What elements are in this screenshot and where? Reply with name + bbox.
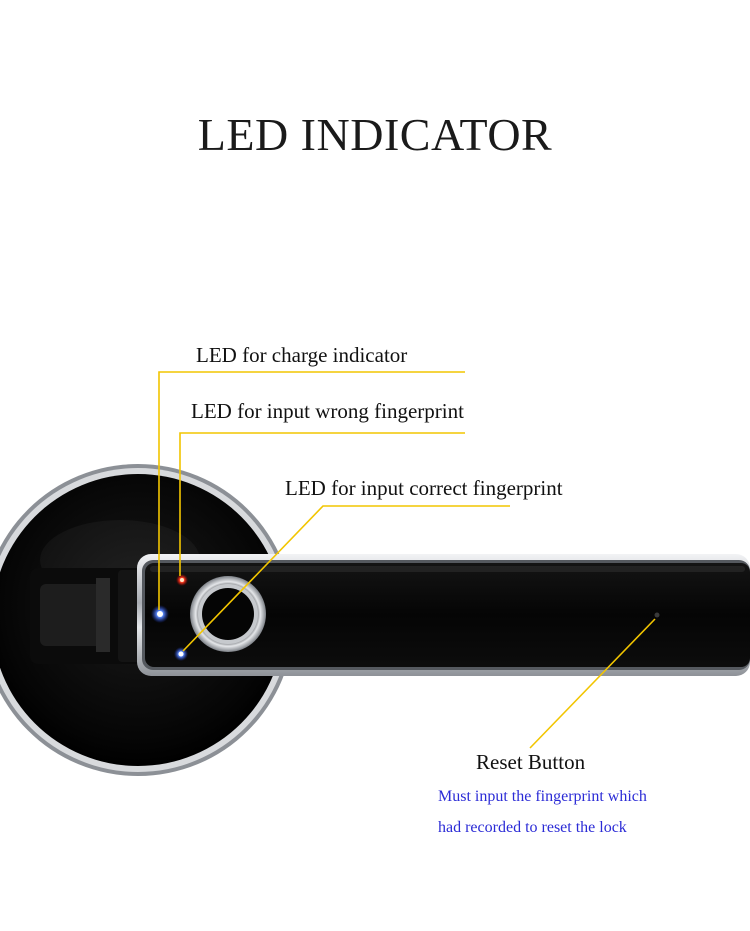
callout-correct [182, 505, 510, 652]
callout-wrong [179, 432, 465, 576]
label-reset-button: Reset Button [476, 750, 586, 774]
callout-charge [158, 371, 465, 610]
led-red-wrong [176, 574, 188, 586]
callout-lines [158, 371, 656, 749]
led-blue-charge [151, 605, 169, 623]
lever-neck [30, 568, 148, 664]
reset-button-hole [654, 612, 660, 618]
label-correct-fingerprint: LED for input correct fingerprint [285, 476, 563, 500]
lever-handle [137, 554, 750, 676]
reset-note-line-2: had recorded to reset the lock [438, 819, 627, 836]
page-title: LED INDICATOR [197, 109, 553, 160]
label-charge-indicator: LED for charge indicator [196, 343, 408, 367]
fingerprint-sensor [190, 576, 266, 652]
reset-note-line-1: Must input the fingerprint which [438, 788, 647, 805]
callout-reset [529, 618, 656, 749]
label-wrong-fingerprint: LED for input wrong fingerprint [191, 399, 464, 423]
